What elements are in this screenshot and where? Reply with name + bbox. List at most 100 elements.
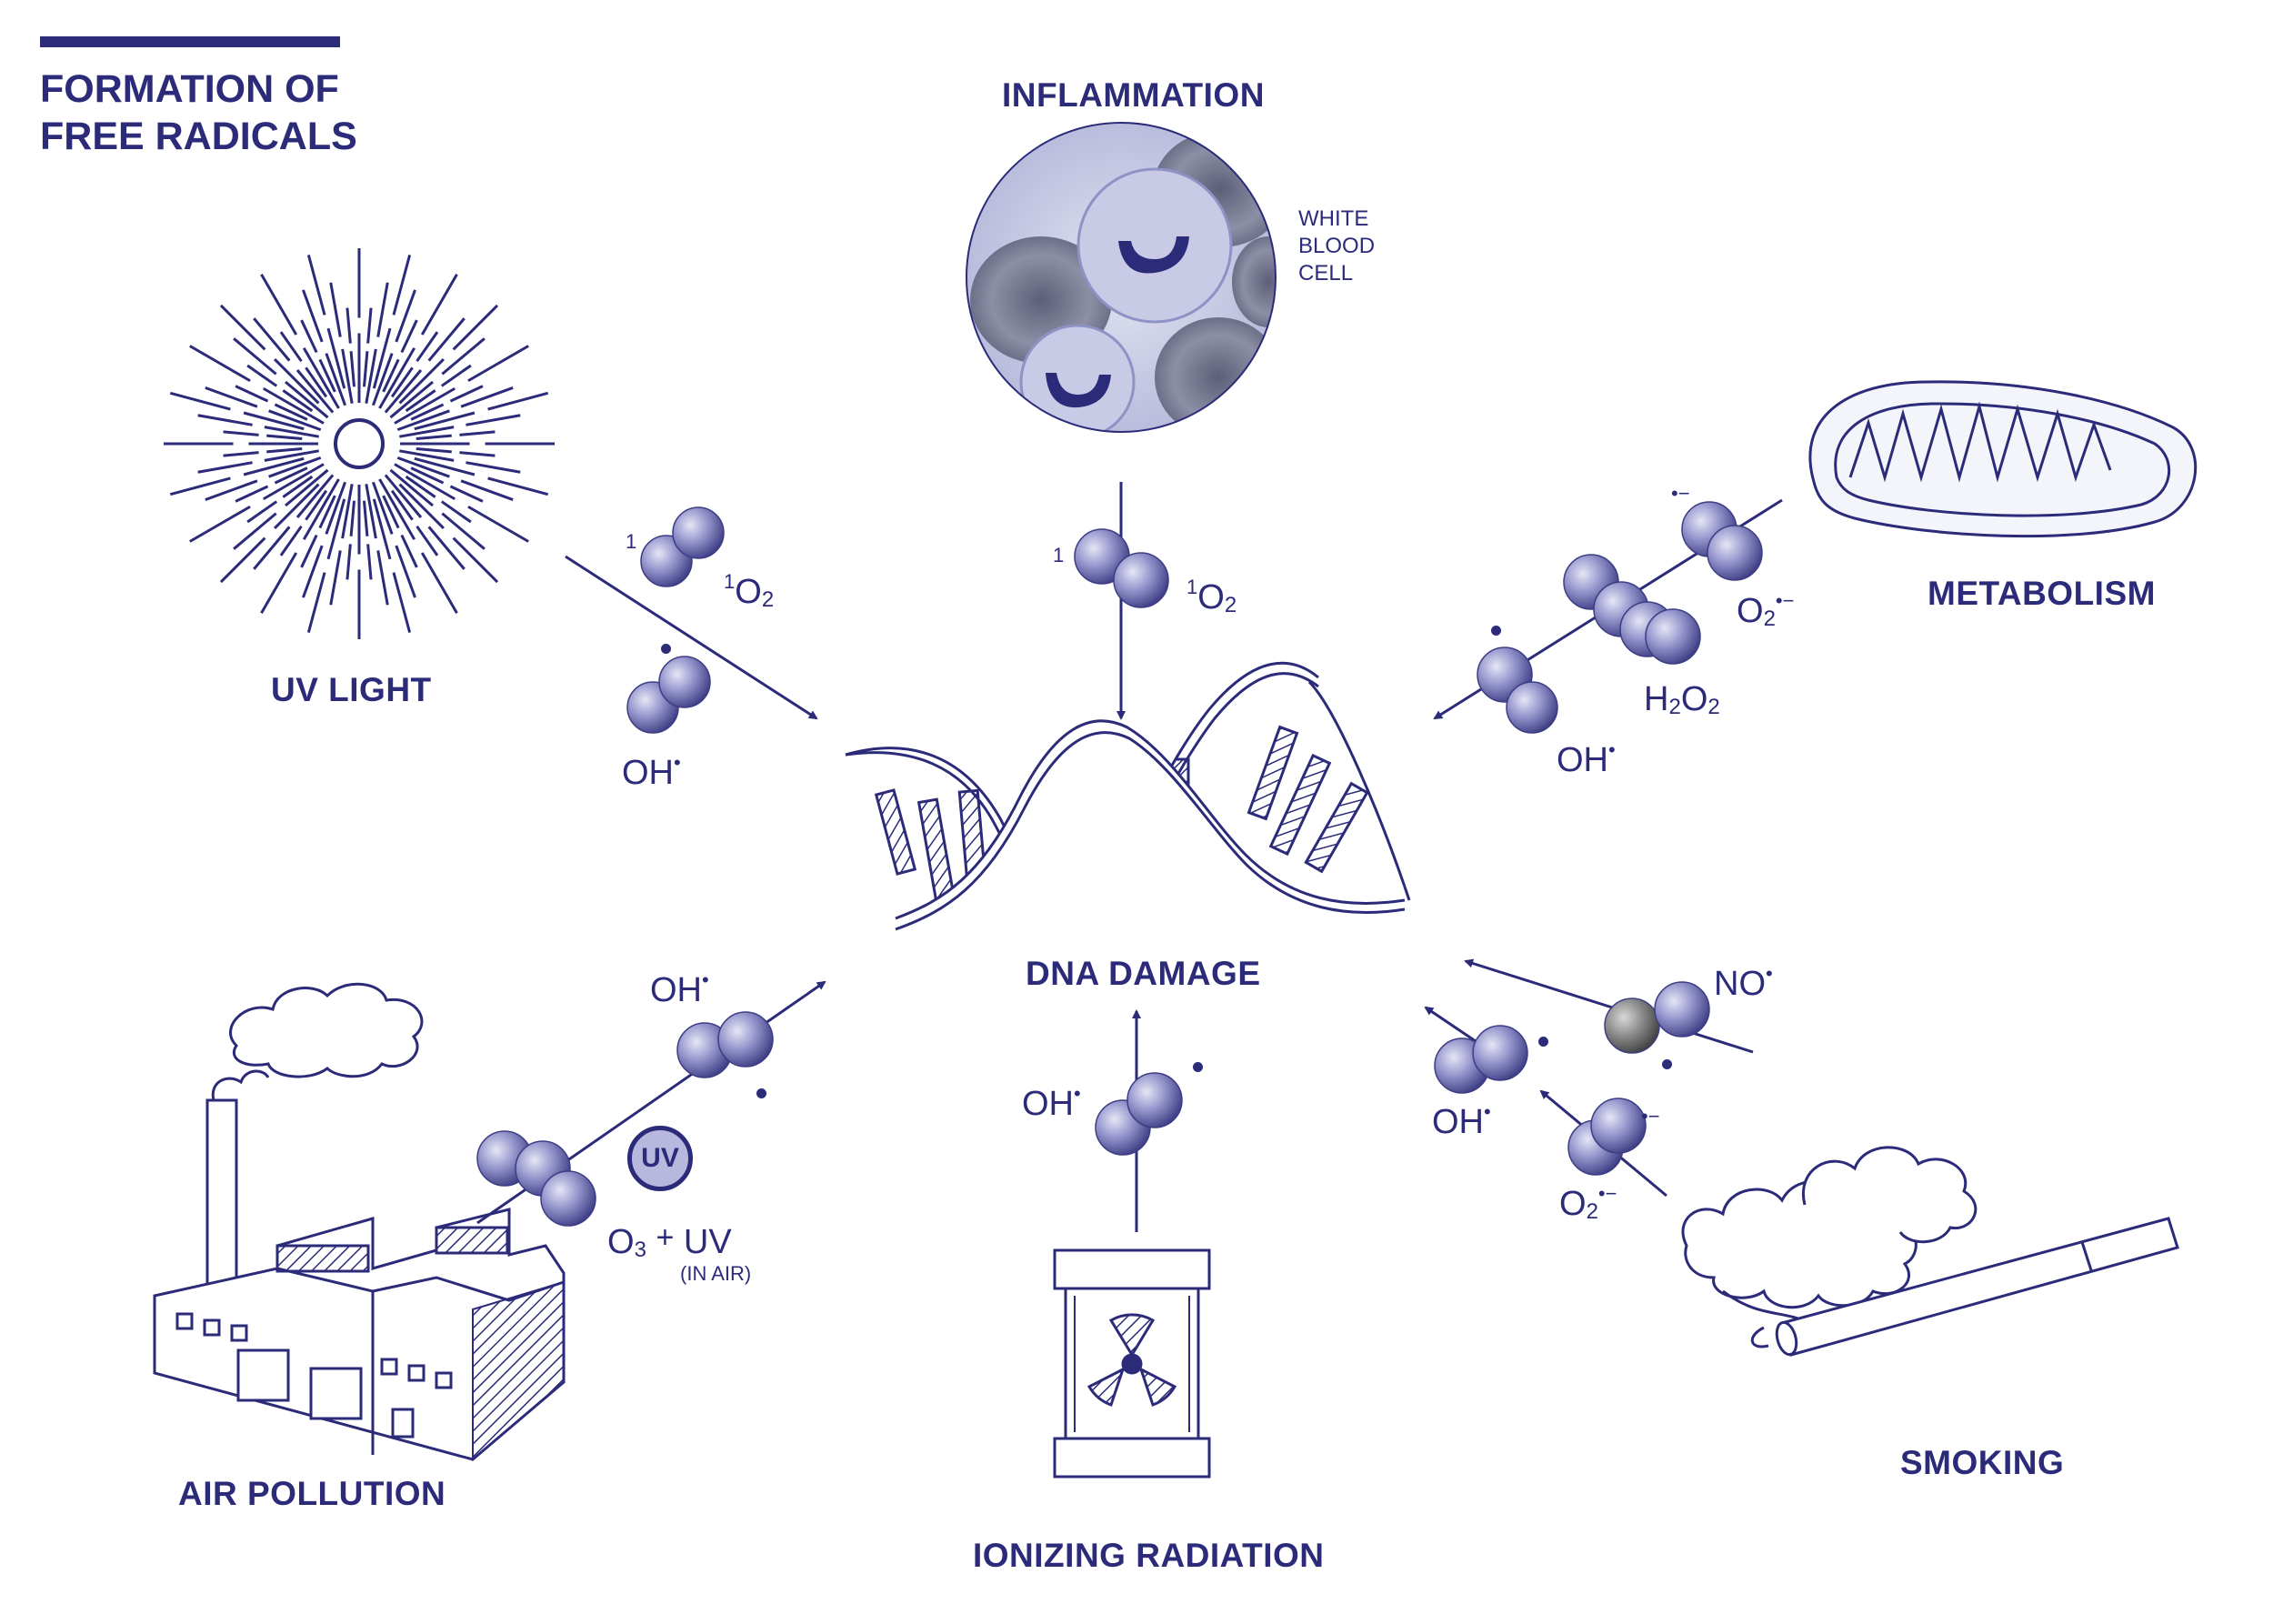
diagram-title: FORMATION OF FREE RADICALS [40, 65, 357, 160]
formula-superoxide-metabolism: O2•− [1737, 589, 1794, 632]
sub-two: 2 [1668, 695, 1681, 719]
sun-ray [302, 347, 340, 409]
sun-ray [396, 409, 450, 432]
molecule-hydroxyl-smoking [1434, 1025, 1528, 1094]
sub-two: 2 [1224, 593, 1237, 617]
sun-ray [441, 512, 486, 550]
wbc-line-2: BLOOD [1298, 234, 1376, 258]
sun-ray [345, 544, 352, 580]
sun-ray [378, 478, 416, 540]
sun-ray [235, 485, 269, 503]
sun-ray [279, 525, 303, 556]
inflammation-label: INFLAMMATION [1002, 76, 1265, 114]
sun-ray [349, 351, 356, 387]
sun-ray [189, 505, 251, 543]
sun-ray [305, 489, 328, 521]
sun-ray [243, 411, 305, 431]
sun-ray [362, 351, 369, 387]
sun-ray [467, 505, 529, 543]
sun-ray [372, 327, 392, 389]
sun-ray [345, 307, 352, 344]
sun-ray [400, 534, 418, 568]
wbc-line-1: WHITE [1298, 206, 1369, 231]
sun-ray [274, 483, 320, 529]
sun-ray [400, 319, 418, 354]
sun-ray [169, 476, 231, 496]
air-pollution-label: AIR POLLUTION [178, 1475, 446, 1512]
sub-two: 2 [1586, 1199, 1598, 1224]
sun-ray [378, 347, 416, 409]
sun-ray [467, 345, 529, 383]
radical-sup: • [1074, 1082, 1081, 1105]
molecules [476, 501, 1763, 1227]
sun-ray [390, 366, 414, 398]
oh-text: OH [1432, 1103, 1484, 1141]
sun-ray [264, 449, 319, 462]
sun-ray [466, 461, 521, 474]
sun-ray [295, 474, 335, 518]
molecule-hydroxyl-uv [626, 656, 711, 734]
sun-ray [405, 475, 436, 498]
singlet-marker-inflammation: 1 [1053, 544, 1065, 566]
sun-ray [398, 483, 445, 529]
sun-ray [318, 495, 336, 529]
sun-ray [452, 304, 499, 351]
formula-hydroxyl-pollution: OH• [650, 968, 709, 1010]
sun-ray [326, 327, 346, 389]
oh-text: OH [1022, 1085, 1074, 1123]
sun-ray [389, 380, 434, 419]
sun-ray [427, 526, 466, 570]
molecule-singlet-oxygen-inflammation [1074, 528, 1169, 608]
formula-singlet-oxygen-uv: 1O2 [724, 570, 774, 613]
o-letter: O [607, 1223, 635, 1261]
sub-two: 2 [761, 587, 775, 612]
sun-ray [452, 536, 499, 584]
sun-ray [392, 572, 412, 634]
dna-damage-label: DNA DAMAGE [1026, 955, 1261, 992]
sun-ray [268, 409, 322, 432]
plus-sign: + [656, 1220, 675, 1255]
formula-hydroxyl-smoking: OH• [1432, 1100, 1491, 1142]
sun-ray [302, 545, 324, 598]
sun-ray [246, 364, 278, 387]
dna-base-pair [916, 797, 956, 903]
sun-ray [420, 274, 458, 336]
molecule-hydroxyl-radiation [1095, 1072, 1183, 1156]
radical-sup: • [702, 968, 709, 991]
sun-ray [410, 466, 445, 485]
sun-ray [282, 475, 314, 498]
sun-ray [420, 552, 458, 614]
o-letter: O [1197, 578, 1225, 617]
sun-ray [263, 386, 325, 425]
arrow-uv-to-dna [565, 555, 818, 720]
sun-ray [302, 478, 340, 540]
sun-ray [325, 353, 347, 406]
cigarette-illustration [1681, 1146, 2179, 1357]
sun-ray [394, 463, 456, 501]
sun-ray [392, 254, 412, 316]
molecule-hydrogen-peroxide [1563, 554, 1701, 665]
superoxide-marker-smoking: •− [1641, 1105, 1660, 1128]
wbc-line-3: CELL [1298, 261, 1354, 286]
factory-illustration [153, 982, 566, 1462]
sun-ray [264, 426, 319, 438]
uv-light-label: UV LIGHT [271, 671, 432, 708]
molecule-hydroxyl-metabolism [1477, 647, 1558, 734]
sun-ray [366, 544, 373, 580]
sun-ray [274, 466, 308, 485]
sun-ray [398, 358, 445, 405]
radical-dot [756, 1088, 766, 1098]
molecule-nitric-oxide [1604, 981, 1710, 1054]
radical-dot [1491, 626, 1501, 636]
sun-ray [416, 446, 452, 454]
sun-ray [233, 337, 277, 376]
sun-ray [169, 391, 231, 411]
sun-ray [268, 456, 322, 478]
sun-ray [223, 430, 259, 436]
sun-ray [260, 274, 298, 336]
radical-dot [1193, 1062, 1203, 1072]
sun-ray [235, 385, 269, 403]
sun-ray [416, 331, 439, 363]
